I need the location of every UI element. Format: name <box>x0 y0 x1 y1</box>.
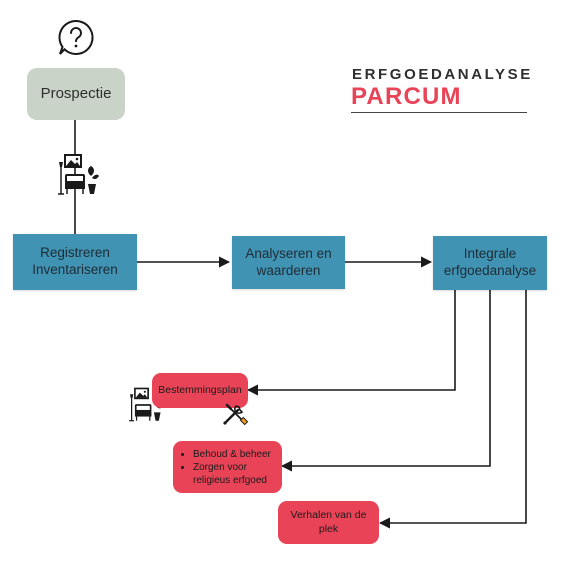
bestemmingsplan-label: Bestemmingsplan <box>158 383 242 396</box>
brand-subtitle: ERFGOEDANALYSE <box>352 66 533 83</box>
registreren-label: Registreren Inventariseren <box>32 245 118 277</box>
prospectie-label: Prospectie <box>40 84 112 102</box>
arrow-integrale-to-bestemmingsplan <box>246 290 456 396</box>
heritage-interior-icon <box>58 154 99 195</box>
behoud-node: Behoud & beheer Zorgen voor religieus er… <box>173 441 282 493</box>
verhalen-label: Verhalen van de plek <box>290 509 367 535</box>
registreren-node: Registreren Inventariseren <box>13 234 137 290</box>
tools-icon <box>223 403 249 426</box>
bestemmingsplan-node: Bestemmingsplan <box>152 373 248 408</box>
prospectie-node: Prospectie <box>27 68 125 120</box>
brand-title: PARCUM <box>351 83 462 110</box>
integrale-label: Integrale erfgoedanalyse <box>443 246 537 278</box>
behoud-list: Behoud & beheer Zorgen voor religieus er… <box>177 448 282 487</box>
behoud-list-item: Zorgen voor religieus erfgoed <box>193 461 282 487</box>
arrow-integrale-to-verhalen <box>378 290 527 529</box>
integrale-node: Integrale erfgoedanalyse <box>433 236 547 290</box>
question-bubble-icon <box>58 19 94 55</box>
arrow-integrale-to-behoud <box>280 290 491 472</box>
analyseren-label: Analyseren en waarderen <box>245 245 332 278</box>
brand-divider <box>351 112 527 113</box>
behoud-list-item: Behoud & beheer <box>193 448 282 461</box>
analyseren-node: Analyseren en waarderen <box>232 236 345 289</box>
verhalen-node: Verhalen van de plek <box>278 501 379 544</box>
